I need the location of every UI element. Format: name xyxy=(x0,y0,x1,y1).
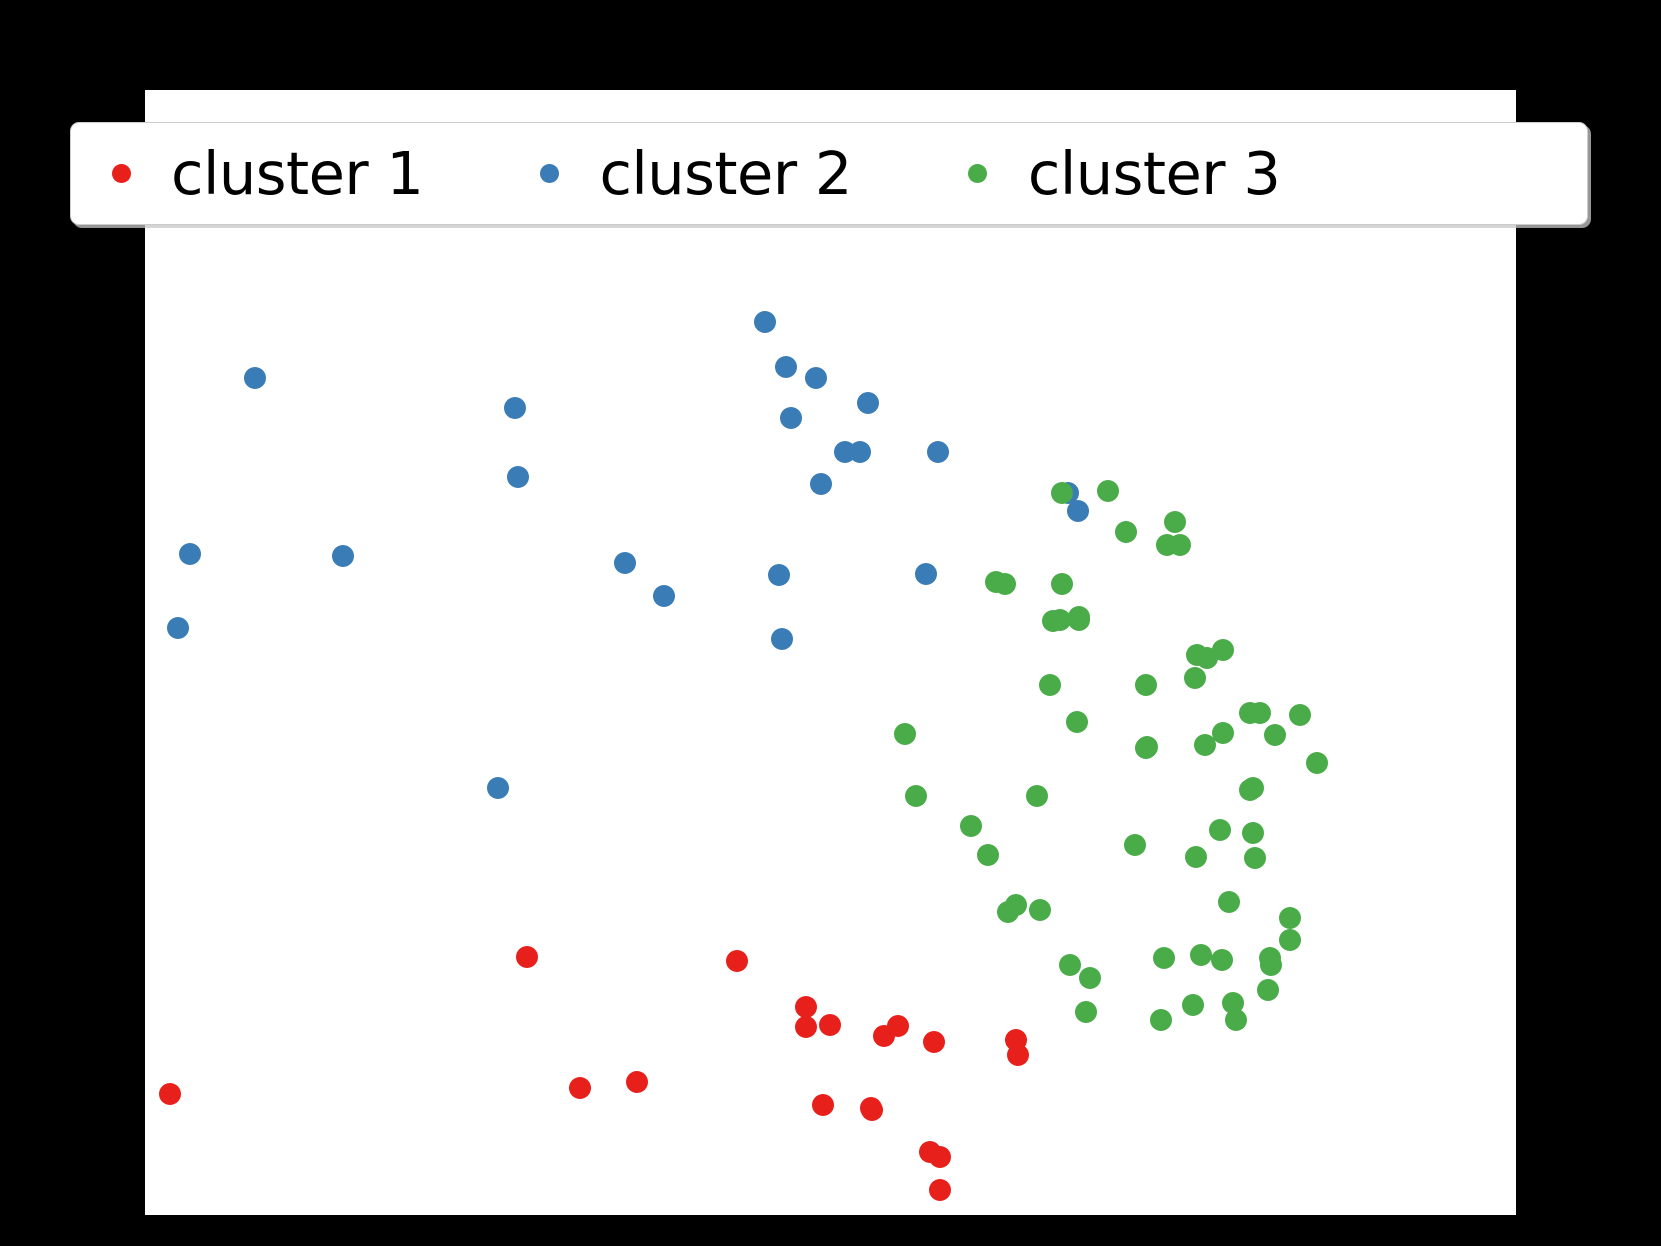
scatter-point xyxy=(915,563,937,585)
scatter-point xyxy=(960,815,982,837)
scatter-point xyxy=(1257,979,1279,1001)
scatter-point xyxy=(1249,702,1271,724)
scatter-point xyxy=(929,1146,951,1168)
scatter-point xyxy=(929,1179,951,1201)
scatter-point xyxy=(1059,954,1081,976)
scatter-point xyxy=(179,543,201,565)
scatter-point xyxy=(1212,639,1234,661)
scatter-point xyxy=(1150,1009,1172,1031)
scatter-point xyxy=(1153,947,1175,969)
scatter-point xyxy=(754,311,776,333)
scatter-point xyxy=(332,545,354,567)
scatter-point xyxy=(1242,777,1264,799)
scatter-point xyxy=(1209,819,1231,841)
scatter-point xyxy=(861,1099,883,1121)
scatter-point xyxy=(805,367,827,389)
scatter-point xyxy=(1164,511,1186,533)
scatter-point xyxy=(1190,944,1212,966)
scatter-point xyxy=(1042,610,1064,632)
scatter-point xyxy=(1212,722,1234,744)
scatter-point xyxy=(997,901,1019,923)
scatter-point xyxy=(1289,704,1311,726)
scatter-point xyxy=(1026,785,1048,807)
scatter-point xyxy=(1135,737,1157,759)
scatter-point xyxy=(873,1025,895,1047)
scatter-point xyxy=(894,723,916,745)
legend-spacer-2 xyxy=(852,173,928,174)
scatter-point xyxy=(1124,834,1146,856)
scatter-point xyxy=(780,407,802,429)
scatter-point xyxy=(504,397,526,419)
scatter-point xyxy=(1244,847,1266,869)
scatter-point xyxy=(1279,929,1301,951)
scatter-point xyxy=(1264,724,1286,746)
scatter-point xyxy=(1079,967,1101,989)
legend-entry-cluster-2[interactable]: cluster 2 xyxy=(499,123,852,224)
scatter-point xyxy=(726,950,748,972)
scatter-point xyxy=(1211,949,1233,971)
scatter-point xyxy=(994,573,1016,595)
scatter-point xyxy=(1115,521,1137,543)
scatter-point xyxy=(614,552,636,574)
scatter-point xyxy=(1051,573,1073,595)
scatter-plot-axes[interactable] xyxy=(145,90,1516,1215)
scatter-point xyxy=(819,1014,841,1036)
scatter-point xyxy=(1242,822,1264,844)
scatter-point xyxy=(167,617,189,639)
scatter-point xyxy=(1135,674,1157,696)
scatter-point xyxy=(1182,994,1204,1016)
scatter-point xyxy=(1225,1009,1247,1031)
scatter-point xyxy=(1194,734,1216,756)
scatter-point xyxy=(775,356,797,378)
scatter-point xyxy=(849,441,871,463)
scatter-point xyxy=(977,844,999,866)
scatter-point xyxy=(1075,1001,1097,1023)
scatter-point xyxy=(1029,899,1051,921)
scatter-point xyxy=(768,564,790,586)
scatter-point xyxy=(771,628,793,650)
scatter-point xyxy=(810,473,832,495)
scatter-point xyxy=(1067,500,1089,522)
scatter-point xyxy=(857,392,879,414)
scatter-point xyxy=(812,1094,834,1116)
scatter-point xyxy=(1184,667,1206,689)
scatter-point xyxy=(507,466,529,488)
legend-entry-cluster-3[interactable]: cluster 3 xyxy=(928,123,1281,224)
scatter-point xyxy=(927,441,949,463)
scatter-point xyxy=(795,1016,817,1038)
scatter-point xyxy=(1039,674,1061,696)
scatter-point xyxy=(653,585,675,607)
scatter-point xyxy=(516,946,538,968)
legend-label-cluster-2: cluster 2 xyxy=(599,139,852,208)
scatter-point xyxy=(1218,891,1240,913)
scatter-point xyxy=(1222,992,1244,1014)
chart-legend[interactable]: cluster 1 cluster 2 cluster 3 xyxy=(70,122,1588,225)
scatter-point xyxy=(1279,907,1301,929)
legend-label-cluster-1: cluster 1 xyxy=(171,139,424,208)
scatter-point xyxy=(1068,606,1090,628)
scatter-point xyxy=(487,777,509,799)
legend-label-cluster-3: cluster 3 xyxy=(1027,139,1281,208)
scatter-point xyxy=(1097,480,1119,502)
scatter-point xyxy=(1306,752,1328,774)
legend-marker-cluster-3-icon xyxy=(928,164,1028,183)
scatter-point xyxy=(923,1031,945,1053)
scatter-point xyxy=(244,367,266,389)
scatter-point xyxy=(1185,846,1207,868)
scatter-point xyxy=(569,1077,591,1099)
scatter-point xyxy=(626,1071,648,1093)
legend-entry-cluster-1[interactable]: cluster 1 xyxy=(71,123,424,224)
scatter-point xyxy=(1051,482,1073,504)
scatter-point xyxy=(159,1083,181,1105)
scatter-point xyxy=(795,996,817,1018)
scatter-point xyxy=(905,785,927,807)
scatter-point xyxy=(1169,534,1191,556)
legend-spacer-1 xyxy=(423,173,499,174)
scatter-point xyxy=(1259,947,1281,969)
legend-marker-cluster-2-icon xyxy=(499,164,599,183)
scatter-point xyxy=(1007,1044,1029,1066)
legend-marker-cluster-1-icon xyxy=(71,164,171,183)
scatter-point xyxy=(1066,711,1088,733)
